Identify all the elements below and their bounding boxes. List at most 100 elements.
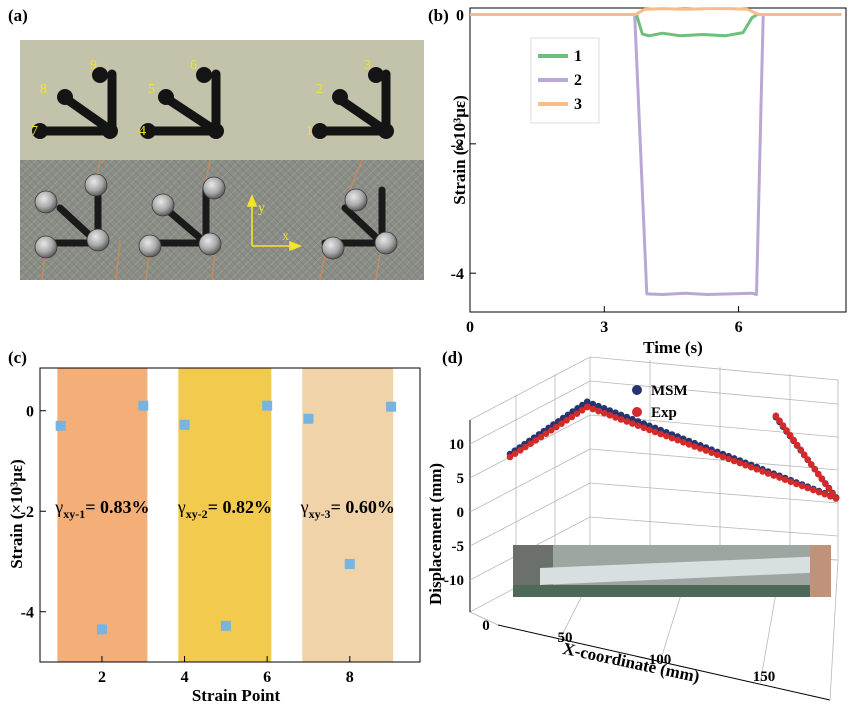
trajectory-point-msm bbox=[787, 476, 795, 484]
trajectory-point-exp bbox=[657, 430, 664, 438]
x-axis-label: X-coordinate (mm) bbox=[561, 639, 701, 687]
specimen-photo: 1 2 3 4 5 6 7 8 9 bbox=[20, 40, 424, 281]
data-point bbox=[55, 420, 66, 431]
trajectory-point-msm bbox=[574, 405, 581, 412]
x-tick-label: 0 bbox=[482, 618, 490, 634]
trajectory-point-exp bbox=[617, 416, 625, 423]
trajectory-point-exp bbox=[821, 490, 828, 498]
y-tick-label: -2 bbox=[21, 504, 34, 521]
y-tick-label: -2 bbox=[451, 137, 464, 154]
trajectory-point-exp bbox=[517, 447, 524, 454]
trajectory-point-exp bbox=[634, 422, 642, 430]
trajectory-point-msm bbox=[719, 450, 727, 458]
shear-band bbox=[302, 368, 394, 662]
trajectory-point-msm bbox=[808, 461, 815, 468]
trajectory-point-exp bbox=[736, 459, 744, 467]
trajectory-point-msm bbox=[634, 418, 642, 425]
trajectory-point-msm bbox=[764, 468, 772, 475]
trajectory-point-exp bbox=[730, 457, 738, 465]
trajectory-point-msm bbox=[651, 424, 659, 432]
legend-label: MSM bbox=[651, 383, 688, 399]
trajectory-point-exp bbox=[573, 410, 581, 418]
x-tick-label: 6 bbox=[263, 669, 271, 686]
trajectory-point-msm bbox=[540, 427, 548, 435]
trajectory-point-exp bbox=[506, 453, 514, 461]
trajectory-point-msm bbox=[772, 413, 780, 421]
axis-x-label: x bbox=[282, 229, 289, 244]
trajectory-point-msm bbox=[804, 456, 811, 464]
trajectory-point-exp bbox=[680, 439, 687, 446]
trajectory-point-msm bbox=[815, 470, 822, 478]
series-line-2 bbox=[470, 13, 842, 296]
trajectory-point-exp bbox=[537, 433, 545, 441]
trajectory-point-exp bbox=[612, 414, 619, 421]
trajectory-point-msm bbox=[822, 480, 829, 487]
trajectory-point-exp bbox=[810, 486, 817, 494]
trajectory-point-msm bbox=[770, 470, 778, 478]
trajectory-point-exp bbox=[629, 420, 636, 427]
trajectory-point-exp bbox=[770, 472, 778, 479]
plot-frame bbox=[469, 7, 847, 313]
trajectory-point-exp bbox=[532, 437, 539, 444]
trajectory-point-msm bbox=[623, 413, 631, 421]
trajectory-point-msm bbox=[555, 418, 562, 425]
trajectory-point-exp bbox=[832, 495, 840, 502]
trajectory-point-exp bbox=[578, 407, 586, 414]
z-tick-label: -5 bbox=[452, 539, 465, 555]
trajectory-point-exp bbox=[568, 413, 576, 421]
trajectory-point-msm bbox=[747, 461, 755, 469]
x-tick-label: 50 bbox=[558, 630, 573, 646]
trajectory-point-msm bbox=[815, 487, 823, 495]
point-number: 6 bbox=[190, 58, 197, 73]
point-number: 9 bbox=[90, 58, 97, 73]
trajectory-point-msm bbox=[674, 433, 681, 440]
trajectory-point-msm bbox=[753, 463, 761, 471]
trajectory-point-exp bbox=[790, 436, 797, 444]
trajectory-point-msm bbox=[793, 442, 801, 449]
trajectory-point-msm bbox=[600, 405, 608, 412]
point-number: 7 bbox=[31, 124, 38, 139]
trajectory-point-exp bbox=[797, 446, 804, 454]
trajectory-point-exp bbox=[547, 427, 555, 434]
trajectory-point-msm bbox=[702, 444, 710, 451]
data-point bbox=[386, 401, 397, 412]
panel-a-label: (a) bbox=[8, 6, 28, 25]
trajectory-point-msm bbox=[564, 411, 572, 419]
trajectory-point-exp bbox=[589, 405, 597, 413]
trajectory-point-exp bbox=[825, 485, 833, 493]
trajectory-point-exp bbox=[776, 474, 783, 481]
trajectory-point-exp bbox=[786, 431, 794, 439]
trajectory-point-msm bbox=[606, 407, 614, 414]
data-point bbox=[262, 400, 273, 411]
trajectory-point-exp bbox=[553, 423, 560, 431]
trajectory-point-msm bbox=[617, 411, 625, 419]
trajectory-point-exp bbox=[783, 427, 790, 434]
data-point bbox=[303, 413, 314, 424]
trajectory-point-exp bbox=[759, 468, 766, 475]
z-tick-label: -10 bbox=[444, 573, 464, 589]
trajectory-point-exp bbox=[606, 412, 614, 419]
trajectory-point-msm bbox=[797, 447, 804, 454]
trajectory-point-exp bbox=[811, 465, 819, 473]
trajectory-point-msm bbox=[559, 414, 567, 422]
trajectory-point-msm bbox=[714, 448, 721, 456]
trajectory-point-exp bbox=[702, 447, 710, 454]
data-point bbox=[179, 419, 190, 430]
trajectory-point-msm bbox=[646, 422, 653, 430]
y-axis-label: Strain (×10³με) bbox=[450, 95, 469, 205]
trajectory-point-msm bbox=[668, 431, 676, 438]
x-axis-label: Time (s) bbox=[643, 338, 703, 357]
panel-b-label: (b) bbox=[428, 6, 449, 25]
trajectory-point-msm bbox=[736, 457, 744, 464]
trajectory-point-exp bbox=[623, 418, 631, 425]
z-tick-label: 10 bbox=[449, 437, 464, 453]
shear-strain-label: γxy-3= 0.60% bbox=[300, 497, 395, 521]
data-point bbox=[220, 620, 231, 631]
shear-band bbox=[178, 368, 272, 662]
point-number: 2 bbox=[316, 82, 323, 97]
trajectory-point-msm bbox=[569, 408, 576, 415]
y-tick-label: 0 bbox=[26, 404, 34, 421]
trajectory-point-msm bbox=[583, 398, 591, 406]
trajectory-point-msm bbox=[511, 447, 519, 455]
trajectory-point-exp bbox=[798, 482, 806, 490]
